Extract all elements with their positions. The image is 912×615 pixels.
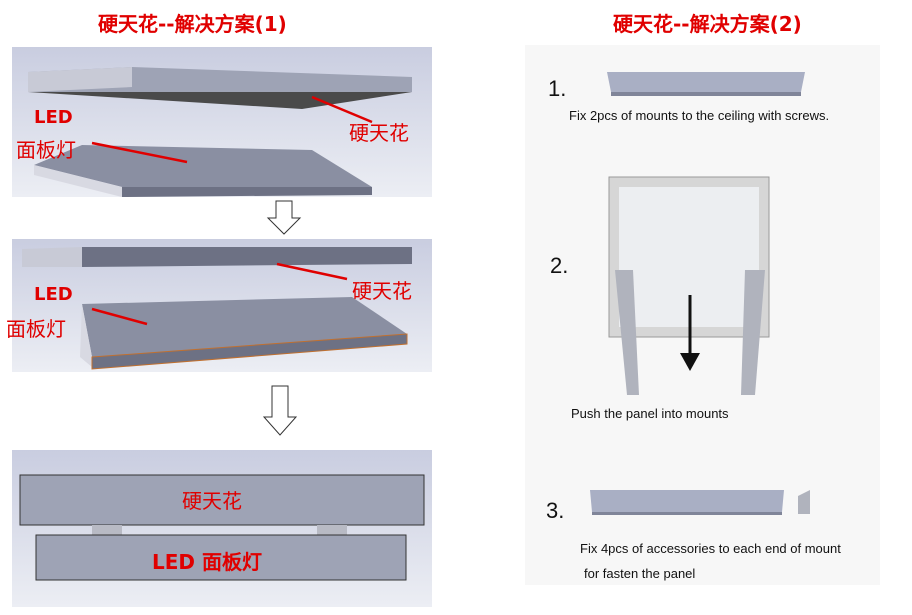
- approach-view-panel: LED 面板灯 硬天花: [6, 239, 432, 372]
- approach-view-drawing: [22, 247, 412, 370]
- exploded-view-panel: LED 面板灯 硬天花: [12, 47, 432, 197]
- exploded-view-drawing: [28, 67, 412, 197]
- led-label: LED: [34, 107, 73, 128]
- panel-light-label: 面板灯: [16, 138, 76, 162]
- installed-view-drawing: [19, 474, 425, 581]
- step-caption: Fix 4pcs of accessories to each end of m…: [580, 541, 841, 556]
- ceiling-label: 硬天花: [182, 489, 242, 513]
- led-label: LED: [34, 284, 73, 305]
- step-number: 3.: [546, 498, 565, 523]
- step-caption: Push the panel into mounts: [571, 406, 729, 421]
- left-title: 硬天花--解决方案(1): [98, 12, 287, 36]
- down-arrow-icon: [262, 385, 298, 442]
- panel-light-label: LED 面板灯: [152, 550, 262, 574]
- step-number: 1.: [548, 76, 567, 101]
- right-title: 硬天花--解决方案(2): [613, 12, 802, 36]
- step-number: 2.: [550, 253, 569, 278]
- panel-light-label: 面板灯: [6, 317, 66, 341]
- panel-into-mounts-image: [608, 176, 770, 395]
- installed-view-panel: 硬天花 LED 面板灯: [12, 450, 432, 607]
- step-caption: Fix 2pcs of mounts to the ceiling with s…: [569, 108, 830, 123]
- mount-rail-image: [607, 72, 805, 96]
- ceiling-label: 硬天花: [349, 121, 409, 145]
- step-caption-continued: for fasten the panel: [584, 566, 696, 581]
- ceiling-label: 硬天花: [352, 279, 412, 303]
- down-arrow-icon: [266, 200, 302, 241]
- mount-rail-image: [590, 490, 810, 515]
